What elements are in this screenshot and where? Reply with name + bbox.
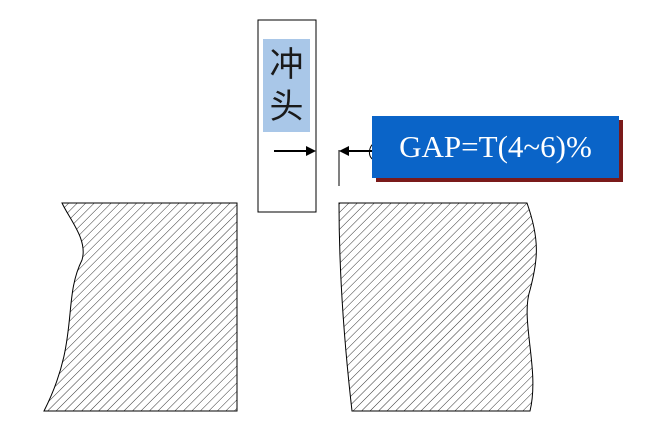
punch-label: 冲 头 bbox=[263, 39, 310, 132]
left-dimension-arrow-head bbox=[306, 146, 316, 156]
punch-label-char-1: 冲 bbox=[269, 44, 304, 85]
punch-label-char-2: 头 bbox=[269, 86, 304, 127]
right-die-block bbox=[338, 202, 537, 412]
gap-formula-text: GAP=T(4~6)% bbox=[399, 129, 592, 164]
gap-callout: GAP=T(4~6)% bbox=[372, 116, 619, 178]
right-dimension-arrow-head bbox=[339, 146, 349, 156]
left-die-block bbox=[43, 202, 238, 412]
